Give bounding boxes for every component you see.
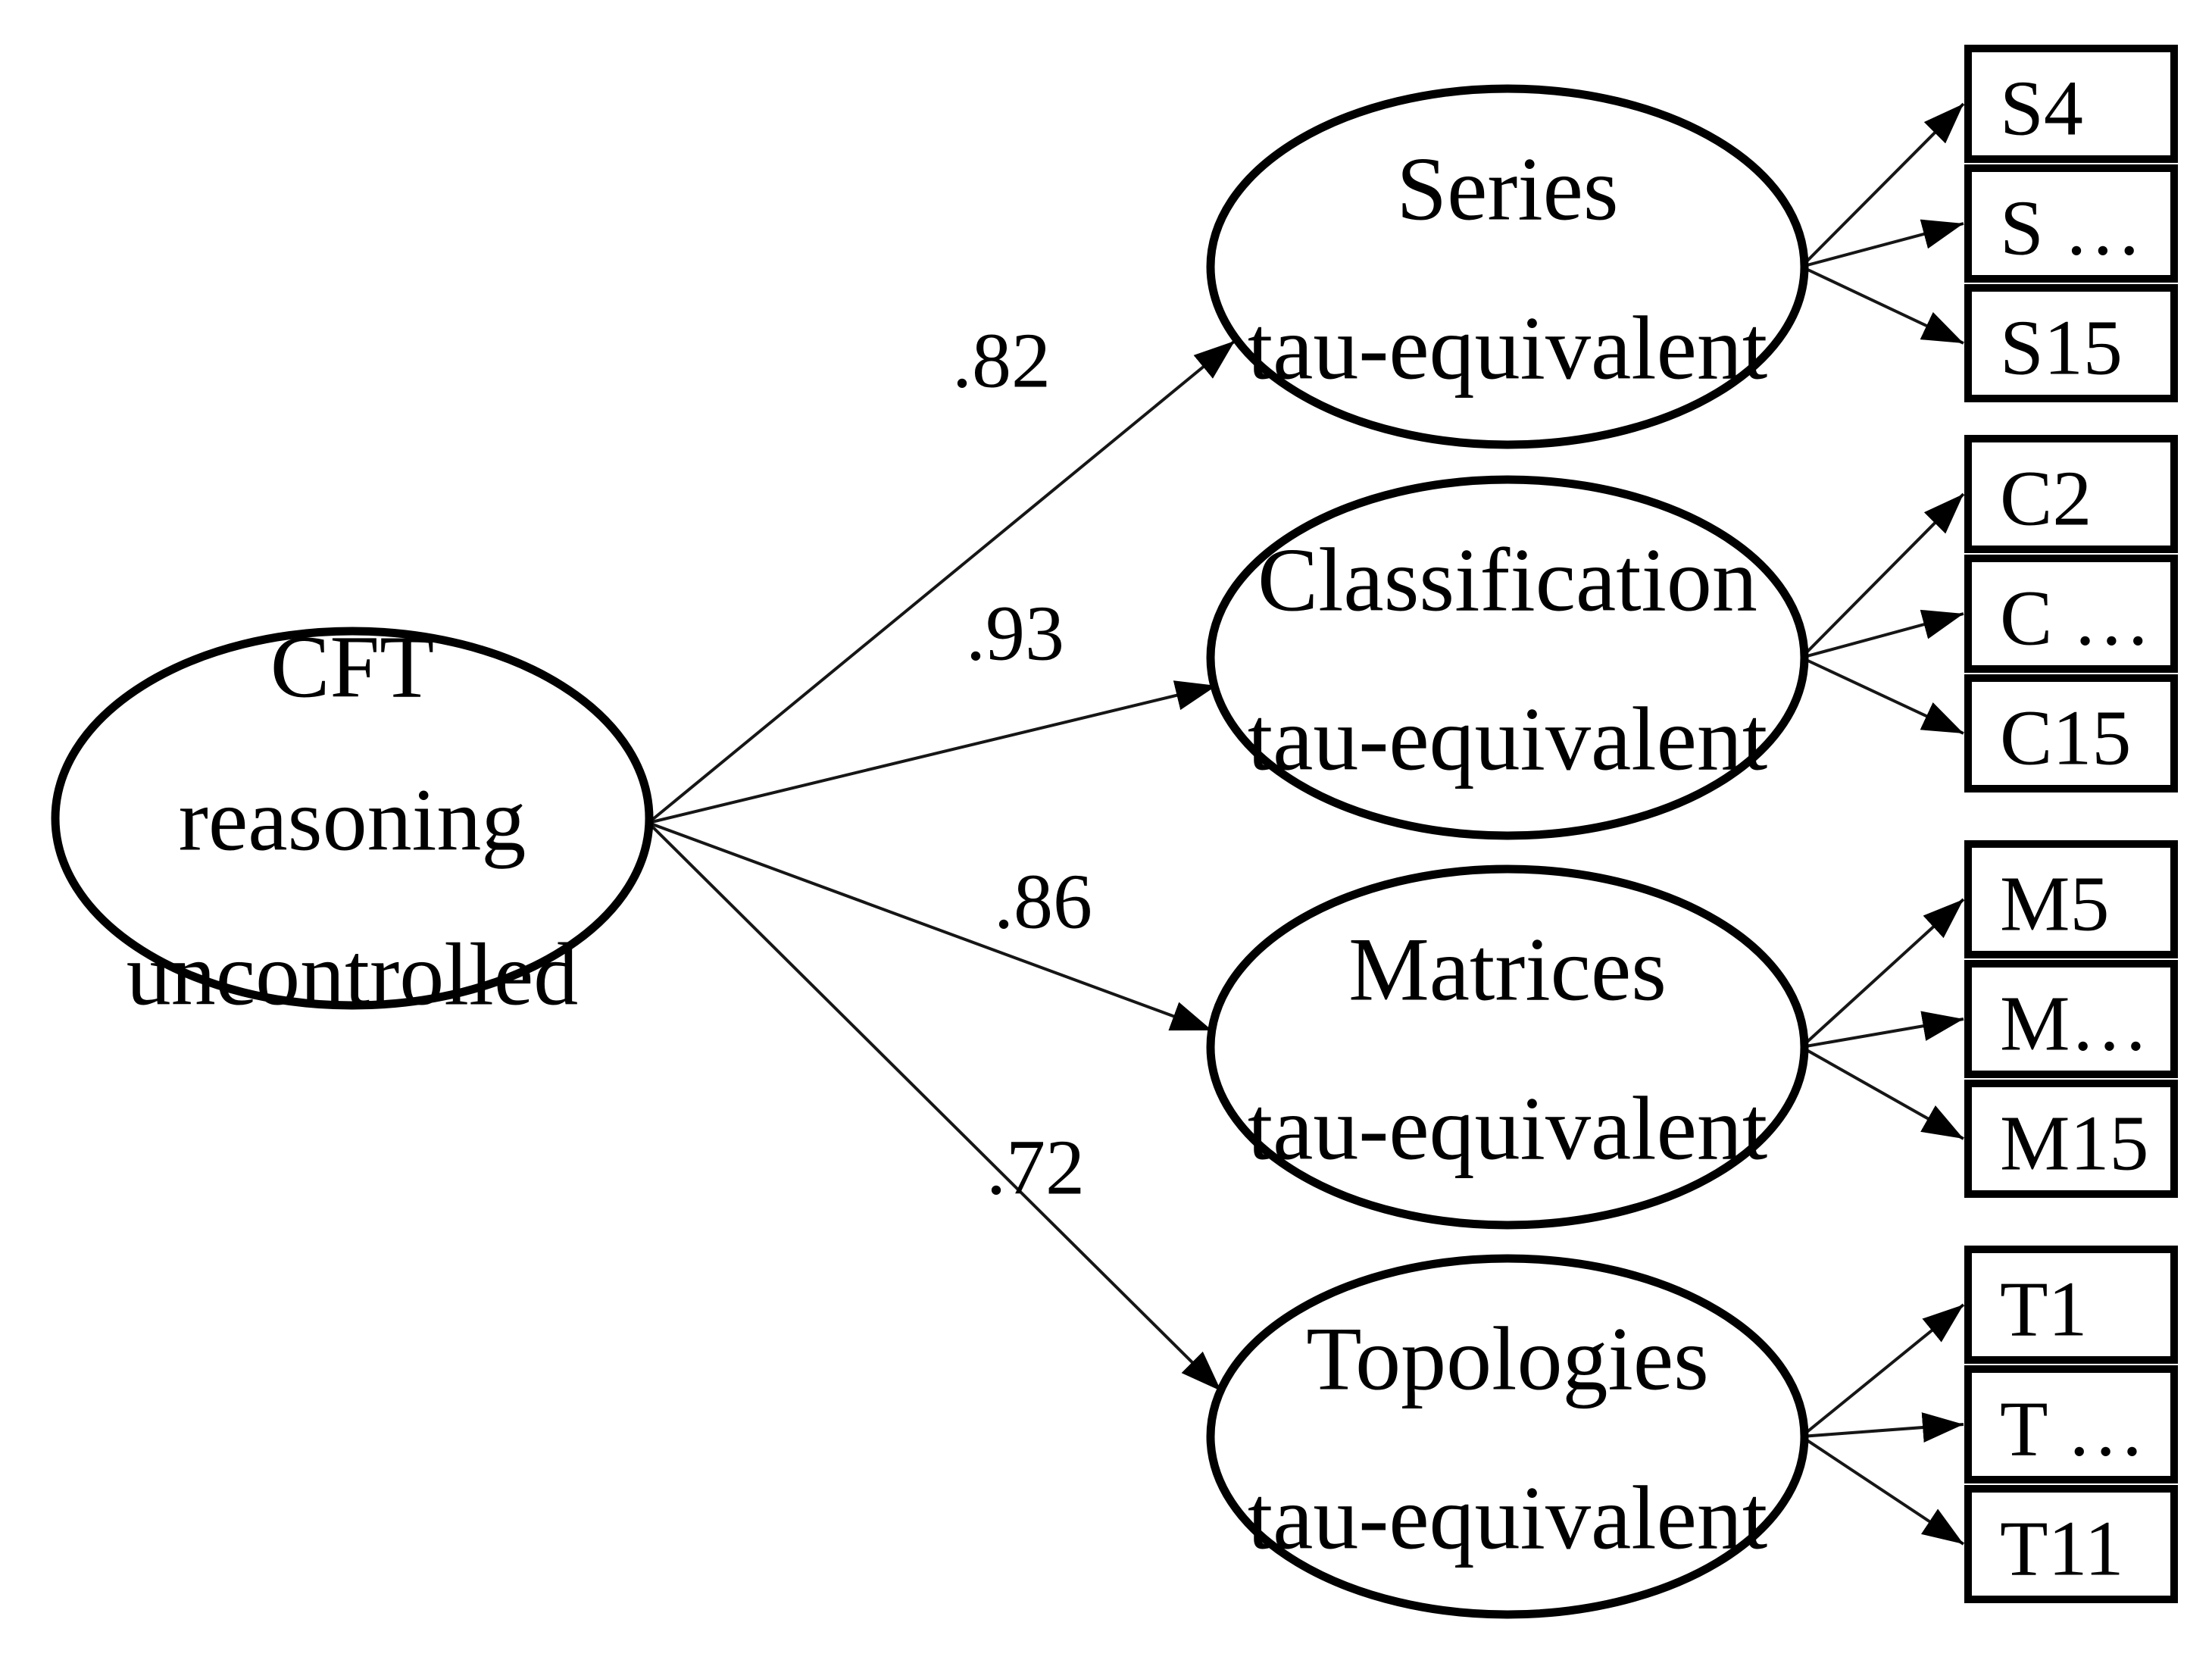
loading-arrow-classification (648, 680, 1217, 824)
latent-factor-ellipse (51, 627, 654, 1010)
indicator-box-m-mid (1964, 960, 2178, 1078)
classification-ellipse (1206, 475, 1809, 840)
factor-label-line2: reasoning (179, 771, 526, 870)
indicator-label-s15: S15 (2000, 305, 2123, 392)
loading-arrow-matrices (648, 821, 1213, 1032)
matrices-label-line2: tau-equivalent (1248, 1078, 1767, 1179)
indicator-label-s4: S4 (2000, 65, 2083, 152)
indicator-label-c2: C2 (2000, 455, 2092, 542)
loading-arrow-series (647, 339, 1236, 824)
indicator-label-m15: M15 (2000, 1100, 2148, 1187)
indicator-arrow-m-mid (1801, 1011, 1964, 1049)
classification-label-line2: tau-equivalent (1248, 689, 1767, 789)
indicator-box-c-mid (1964, 555, 2178, 673)
factor-label-line3: uncontrolled (127, 925, 578, 1024)
indicator-arrow-t1 (1800, 1303, 1965, 1438)
topologies-label-line1: Topologies (1306, 1308, 1709, 1409)
series-label-line2: tau-equivalent (1248, 298, 1767, 399)
indicator-label-c-mid: C … (2000, 575, 2151, 662)
indicator-arrow-m15 (1801, 1046, 1964, 1140)
indicator-box-s15 (1964, 284, 2178, 402)
indicator-arrow-s4 (1800, 102, 1965, 268)
indicator-arrow-c2 (1800, 492, 1965, 659)
indicator-box-t11 (1964, 1485, 2178, 1603)
indicator-label-s-mid: S … (2000, 185, 2142, 272)
indicator-label-m-mid: M… (2000, 980, 2148, 1068)
indicator-box-m5 (1964, 840, 2178, 958)
indicator-arrow-m5 (1800, 898, 1965, 1049)
indicator-box-t-mid (1964, 1365, 2178, 1483)
loading-value-classification: .93 (966, 590, 1064, 677)
indicator-label-c15: C15 (2000, 695, 2131, 782)
indicator-label-m5: M5 (2000, 861, 2109, 948)
classification-label-line1: Classification (1258, 530, 1757, 630)
indicator-box-c2 (1964, 435, 2178, 553)
factor-label-line1: CFT (270, 617, 434, 717)
loading-value-topologies: .72 (986, 1124, 1085, 1211)
indicator-arrow-t11 (1800, 1435, 1965, 1546)
indicator-box-m15 (1964, 1080, 2178, 1198)
indicator-box-t1 (1964, 1246, 2178, 1364)
indicator-label-t11: T11 (2000, 1505, 2124, 1593)
indicator-arrow-c15 (1801, 656, 1964, 735)
topologies-ellipse (1206, 1254, 1809, 1619)
matrices-label-line1: Matrices (1348, 919, 1667, 1020)
indicator-arrow-s-mid (1801, 219, 1964, 268)
indicator-box-c15 (1964, 674, 2178, 792)
loading-arrow-topologies (647, 821, 1223, 1393)
loading-value-matrices: .86 (994, 858, 1092, 946)
indicator-box-s-mid (1964, 164, 2178, 283)
topologies-label-line2: tau-equivalent (1248, 1468, 1767, 1568)
indicator-arrow-t-mid (1801, 1412, 1964, 1443)
indicator-box-s4 (1964, 45, 2178, 163)
indicator-label-t-mid: T … (2000, 1386, 2145, 1473)
indicator-arrow-c-mid (1801, 609, 1964, 659)
series-label-line1: Series (1396, 139, 1618, 239)
indicator-arrow-s15 (1801, 265, 1964, 345)
series-ellipse (1206, 84, 1809, 449)
indicator-label-t1: T1 (2000, 1266, 2088, 1353)
loading-value-series: .82 (952, 317, 1051, 405)
matrices-ellipse (1206, 864, 1809, 1230)
